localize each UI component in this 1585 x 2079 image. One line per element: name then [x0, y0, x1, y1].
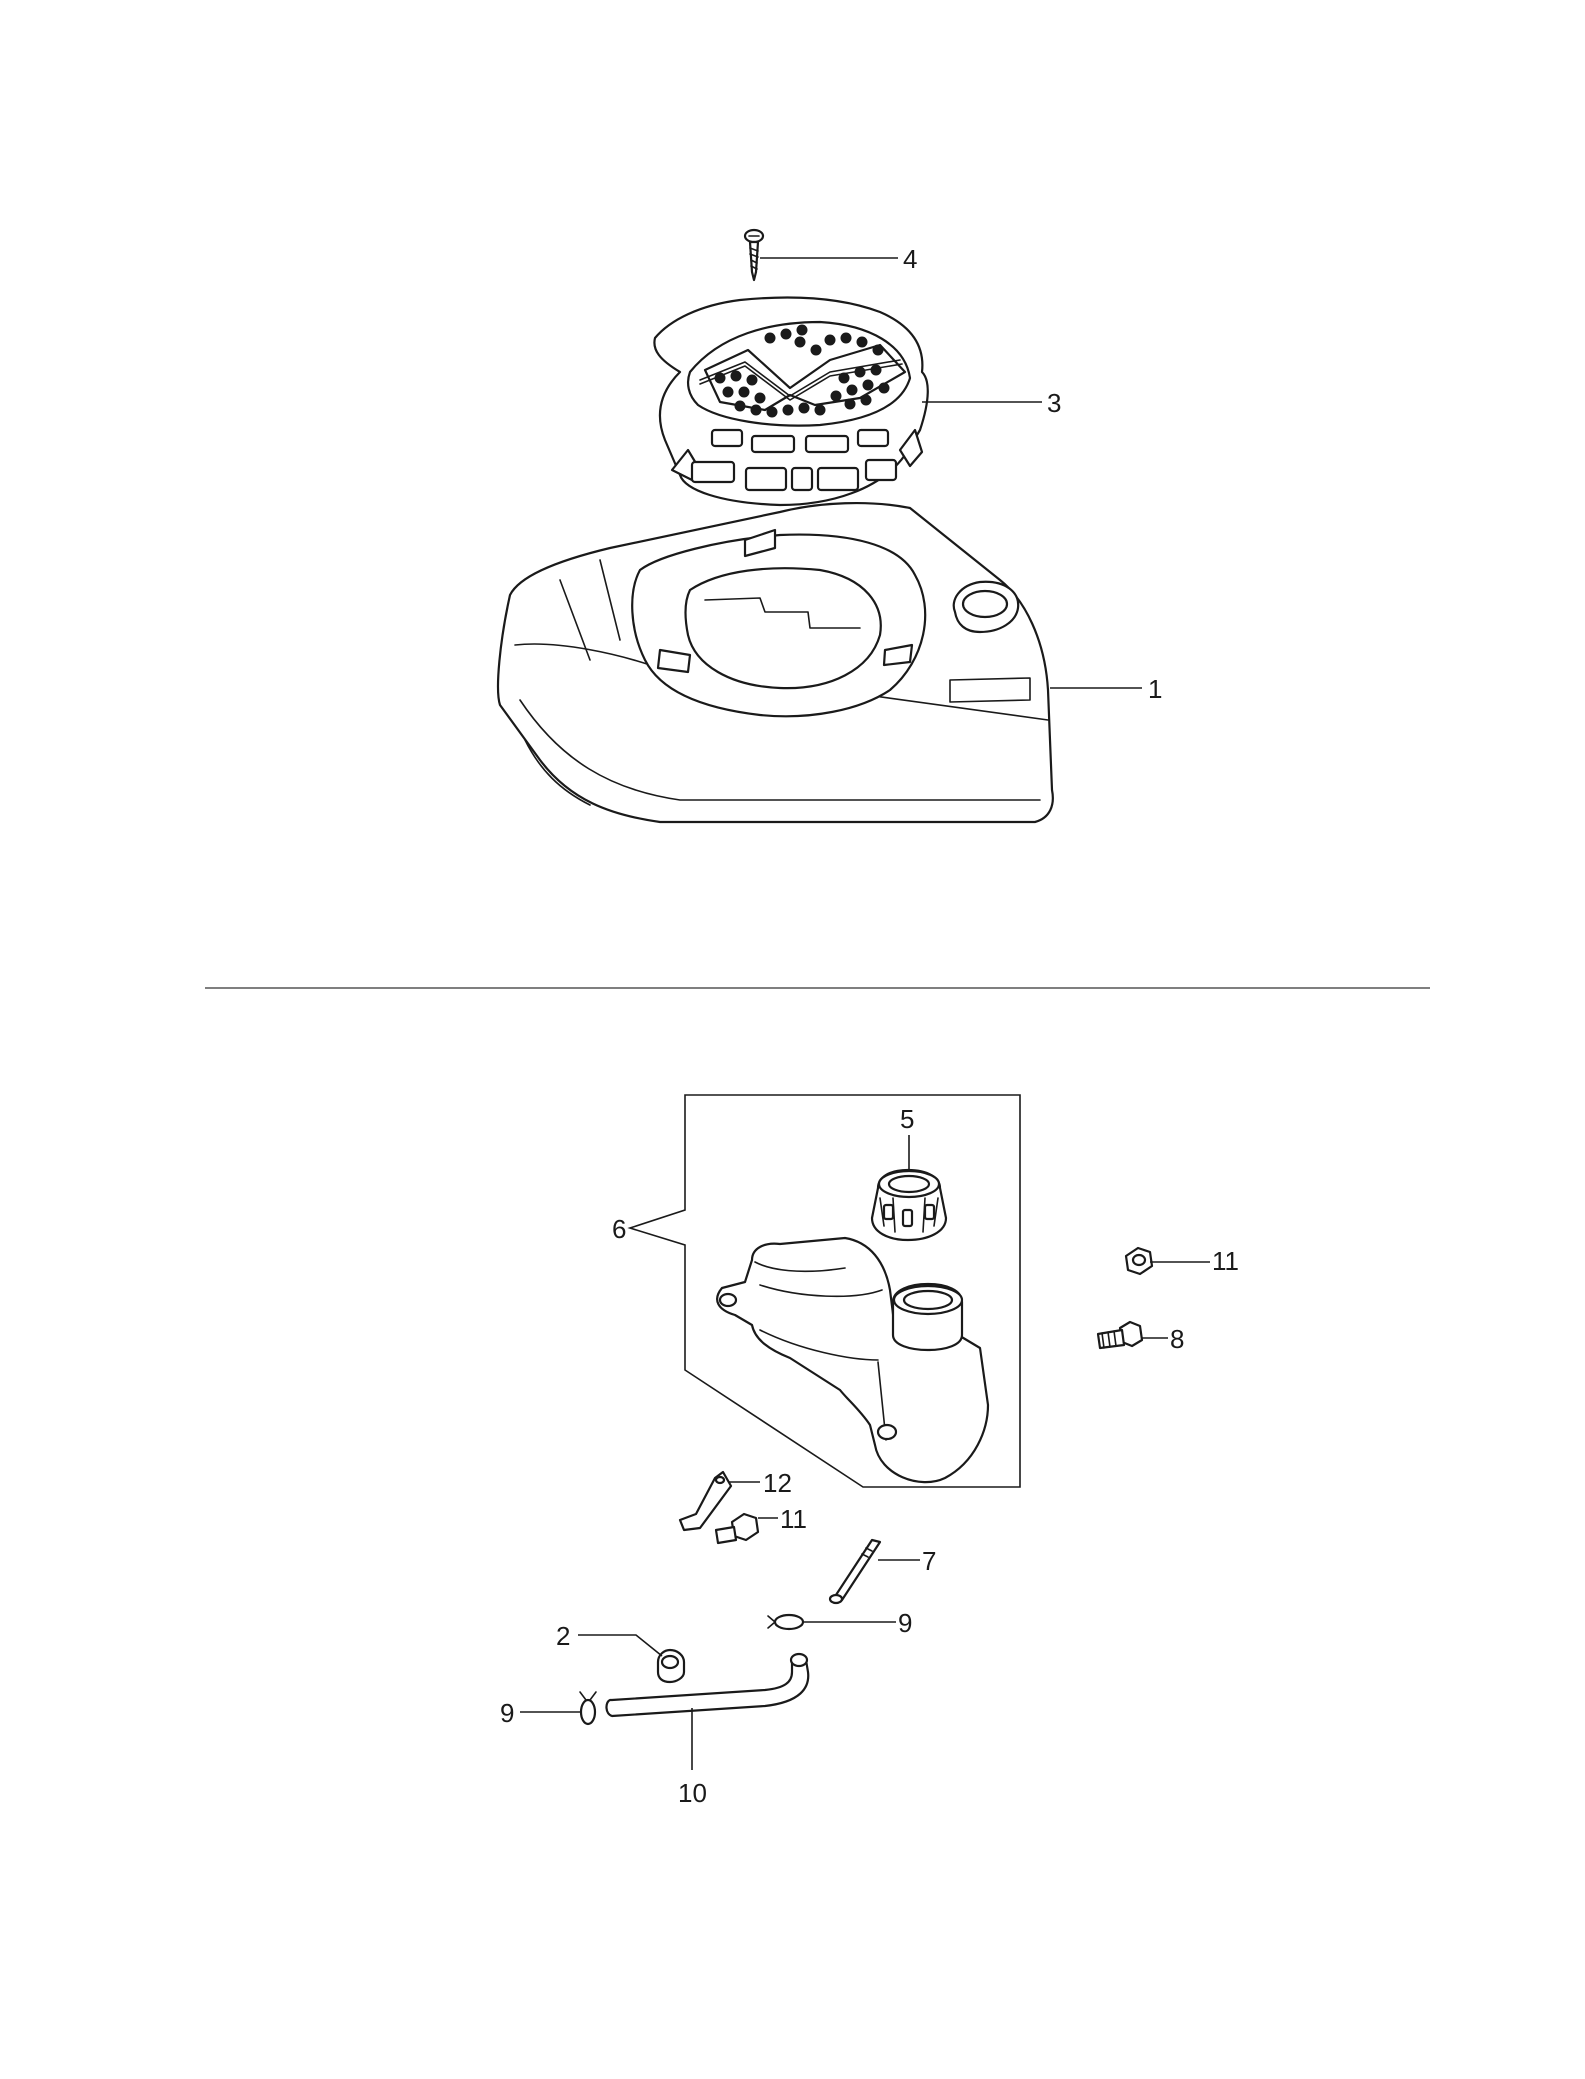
assembly-bracket-outline — [627, 1094, 1021, 1488]
callout-label-bolt: 8 — [1170, 1324, 1184, 1354]
callout-rotating-screen: 3 — [922, 388, 1061, 418]
callout-fuel-cap: 5 — [900, 1104, 914, 1170]
callout-label-fitting: 2 — [556, 1621, 570, 1651]
callout-clamp-upper: 9 — [803, 1608, 912, 1638]
callout-bolt: 8 — [1142, 1324, 1184, 1354]
callout-label-screw: 4 — [903, 244, 917, 274]
callout-clamp-lower: 9 — [500, 1698, 580, 1728]
callout-fuel-line: 10 — [678, 1708, 707, 1808]
callout-blower-housing: 1 — [1050, 674, 1162, 704]
bracket-part — [678, 1470, 733, 1532]
fitting-part — [656, 1648, 686, 1684]
callout-label-fuel-cap: 5 — [900, 1104, 914, 1134]
callout-label-rotating-screen: 3 — [1047, 388, 1061, 418]
callout-fitting: 2 — [556, 1621, 663, 1657]
fuel-tank-part — [716, 1236, 990, 1484]
pin-part — [828, 1538, 882, 1605]
callout-fuel-tank-assembly: 6 — [612, 1214, 626, 1244]
fuel-cap-part — [870, 1168, 948, 1242]
fuel-line-part — [605, 1652, 810, 1718]
nut-lower-part — [714, 1512, 760, 1545]
callout-screw: 4 — [760, 244, 917, 274]
rotating-screen-part — [653, 296, 929, 507]
screw-part — [743, 228, 765, 282]
callout-label-clamp-upper: 9 — [898, 1608, 912, 1638]
nut-upper-part — [1124, 1246, 1154, 1276]
blower-housing-part — [496, 501, 1054, 824]
callout-label-nut-upper: 11 — [1212, 1246, 1239, 1276]
callout-pin: 7 — [878, 1546, 936, 1576]
callout-label-pin: 7 — [922, 1546, 936, 1576]
callout-nut-lower: 11 — [758, 1504, 807, 1534]
clamp-upper-part — [767, 1613, 805, 1631]
callout-label-fuel-line: 10 — [678, 1778, 707, 1808]
callout-label-bracket: 12 — [763, 1468, 792, 1498]
callout-bracket: 12 — [728, 1468, 792, 1498]
callout-label-clamp-lower: 9 — [500, 1698, 514, 1728]
bolt-part — [1096, 1320, 1144, 1350]
callout-label-blower-housing: 1 — [1148, 674, 1162, 704]
clamp-lower-part — [579, 1691, 597, 1726]
callout-nut-upper: 11 — [1150, 1246, 1239, 1276]
callout-label-fuel-tank-assembly: 6 — [612, 1214, 626, 1244]
callout-label-nut-lower: 11 — [780, 1504, 807, 1534]
